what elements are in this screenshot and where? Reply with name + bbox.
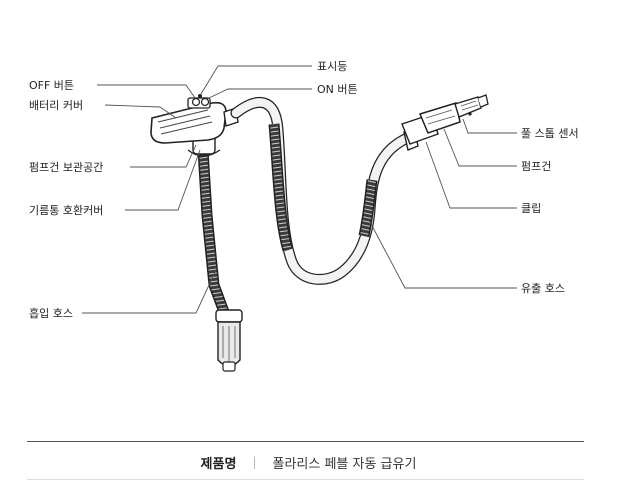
full-stop-sensor-icon (468, 112, 472, 116)
outflow-hose-drawing (230, 97, 418, 285)
label-indicator: 표시등 (317, 60, 347, 73)
label-clip: 클립 (521, 202, 541, 215)
indicator-light-icon (198, 94, 202, 98)
label-pump-storage: 펌프건 보관공간 (29, 161, 103, 174)
product-name-value: 폴라리스 페블 자동 급유기 (272, 456, 417, 472)
off-button-icon (191, 97, 201, 107)
pump-gun-drawing (401, 94, 489, 151)
label-on-button: ON 버튼 (317, 83, 358, 96)
suction-hose-drawing (197, 144, 243, 372)
label-battery-cover: 배터리 커버 (29, 99, 83, 112)
label-container-cover: 기름통 호환커버 (29, 204, 103, 217)
label-outflow-hose: 유출 호스 (521, 282, 565, 295)
footer-bottom-line (27, 479, 584, 480)
label-full-stop-sensor: 풀 스톱 센서 (521, 127, 579, 140)
product-name-key: 제품명 (200, 456, 237, 472)
leader-lines (82, 65, 517, 314)
on-button-icon (200, 97, 210, 107)
separator: | (252, 455, 257, 469)
label-suction-hose: 흡입 호스 (29, 306, 73, 320)
product-diagram: OFF 버튼 배터리 커버 펌프건 보관공간 기름통 호환커버 흡입 호스 표시… (29, 60, 579, 372)
strainer-icon (215, 309, 243, 372)
main-unit-drawing (150, 94, 239, 157)
label-pump-gun: 펌프건 (521, 160, 551, 173)
footer-divider (27, 441, 584, 442)
label-off-button: OFF 버튼 (29, 79, 74, 92)
product-name-row: 제품명 | 폴라리스 페블 자동 급유기 (0, 450, 617, 474)
